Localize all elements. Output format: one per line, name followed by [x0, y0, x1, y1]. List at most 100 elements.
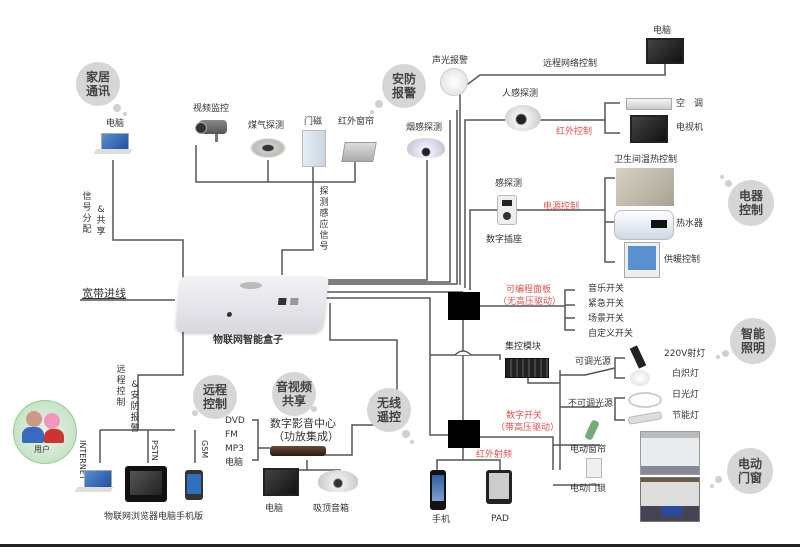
person-sensor-label: 人感探测 [502, 89, 539, 99]
av-output-0: 电脑 [265, 504, 284, 514]
channel-pstn: PSTN [150, 440, 159, 461]
ir-rf-label: 红外射频 [476, 450, 513, 460]
av-center-label-2: （功放集成） [273, 430, 339, 443]
tablet-icon [486, 470, 512, 504]
panel-label-2: （无高压驱动） [498, 297, 562, 307]
water-heater-label: 热水器 [676, 219, 704, 229]
av-source-3: 电脑 [225, 458, 244, 468]
switch-label-3: 自定义开关 [588, 329, 634, 339]
switch-label-1: 紧急开关 [588, 299, 625, 309]
home-pc-label: 电脑 [106, 119, 125, 129]
ir-control-label: 红外控制 [556, 127, 593, 137]
pad-label: PAD [491, 514, 509, 524]
lamp-label-0: 220V射灯 [664, 349, 706, 359]
window-photo [640, 431, 700, 475]
signal-label: 探测感应信号 [319, 187, 329, 252]
ac-label: 空 调 [676, 99, 704, 109]
bathroom-heater-icon [616, 168, 674, 206]
bubble-wireless: 无线 遥控 [367, 388, 411, 432]
av-center-label-1: 数字影音中心 [270, 417, 336, 430]
bath-heat-label: 卫生间温热控制 [614, 155, 678, 165]
av-monitor-icon [263, 468, 299, 496]
hub-label: 物联网智能盒子 [213, 335, 283, 346]
bulb-icon [630, 370, 650, 386]
channel-gsm: GSM [200, 440, 209, 459]
smoke-label: 烟感探测 [406, 123, 443, 133]
security-device-label-2: 门磁 [304, 117, 323, 127]
camera-icon [195, 118, 233, 142]
broadband-in-label: 宽带进线 [82, 287, 126, 300]
heating-panel-icon [624, 242, 660, 278]
tube-lamp-icon [628, 392, 662, 408]
amplifier-icon [270, 446, 326, 456]
dimmable-label: 可调光源 [575, 357, 612, 367]
crt-monitor-icon [125, 466, 167, 502]
air-conditioner-icon [626, 98, 672, 110]
bottom-border [0, 544, 800, 547]
user-avatar [13, 400, 77, 464]
lamp-label-1: 白炽灯 [672, 369, 700, 379]
garage-photo [640, 477, 700, 522]
remote-ctrl-label: 远程控制 [116, 365, 126, 408]
door-sensor-icon [302, 130, 326, 167]
door-lock-icon [586, 458, 602, 478]
panel-label-1: 可编程面板 [506, 285, 552, 295]
relay-box-bottom [448, 420, 480, 448]
share-label: &共享 [96, 205, 106, 237]
av-source-1: FM [225, 430, 238, 440]
control-module-icon [505, 358, 549, 378]
remote-net-label: 远程网络控制 [543, 59, 598, 69]
remote-pc-label: 电脑 [653, 26, 672, 36]
socket-label: 数字插座 [486, 235, 523, 245]
tv-label: 电视机 [676, 123, 704, 133]
av-output-1: 吸顶音箱 [313, 504, 350, 514]
smart-socket-icon [497, 195, 517, 225]
digital-switch-label-1: 数字开关 [506, 411, 543, 421]
iot-smart-box [175, 276, 329, 332]
lamp-label-2: 日光灯 [672, 390, 700, 400]
switch-label-2: 场景开关 [588, 314, 625, 324]
user-label: 用户 [34, 445, 50, 454]
browser-caption: 物联网浏览器电脑手机版 [104, 512, 204, 522]
bubble-av: 音视频 共享 [272, 372, 316, 416]
switch-label-0: 音乐开关 [588, 284, 625, 294]
bubble-lighting: 智能 照明 [730, 318, 776, 364]
signal-dist-label: 信号分配 [82, 192, 92, 235]
lamp-label-3: 节能灯 [672, 411, 700, 421]
phone-label: 手机 [432, 515, 451, 525]
remote-laptop-icon [74, 470, 114, 494]
av-source-0: DVD [225, 416, 245, 426]
non-dimmable-label: 不可调光源 [568, 399, 614, 409]
curtain-label: 电动窗帘 [570, 445, 607, 455]
bubble-remote: 远程 控制 [193, 375, 237, 419]
alarm-label: 声光报警 [432, 56, 469, 66]
heating-label: 供暖控制 [664, 255, 701, 265]
security-alarm-label: &安防报警 [130, 380, 140, 434]
security-device-label-1: 煤气探测 [248, 121, 285, 131]
ceiling-speaker-icon [318, 470, 358, 492]
digital-switch-label-2: （带高压驱动） [496, 423, 560, 433]
security-device-label-0: 视频监控 [193, 104, 230, 114]
siren-icon [440, 68, 468, 96]
gas-detector-icon [250, 138, 286, 158]
power-control-label: 电源控制 [543, 202, 580, 212]
tv-icon [630, 115, 668, 143]
bubble-home-comm: 家居 通讯 [76, 62, 120, 106]
security-device-label-3: 红外窗帘 [338, 117, 375, 127]
laptop-icon [93, 133, 133, 155]
phone-icon [430, 470, 446, 510]
av-source-2: MP3 [225, 444, 244, 454]
water-heater-icon [614, 210, 674, 240]
monitor-icon [646, 38, 684, 64]
smoke-detector-icon [407, 138, 445, 158]
module-label: 集控模块 [505, 342, 542, 352]
smartphone-icon [185, 470, 203, 500]
power-sensor-label: 感探测 [495, 179, 523, 189]
bubble-security: 安防 报警 [382, 64, 426, 108]
bubble-doors: 电动 门窗 [727, 448, 773, 494]
bubble-appliance: 电器 控制 [728, 180, 774, 226]
door-lock-label: 电动门锁 [570, 484, 607, 494]
person-sensor-icon [505, 105, 541, 131]
ir-curtain-icon [341, 142, 377, 162]
